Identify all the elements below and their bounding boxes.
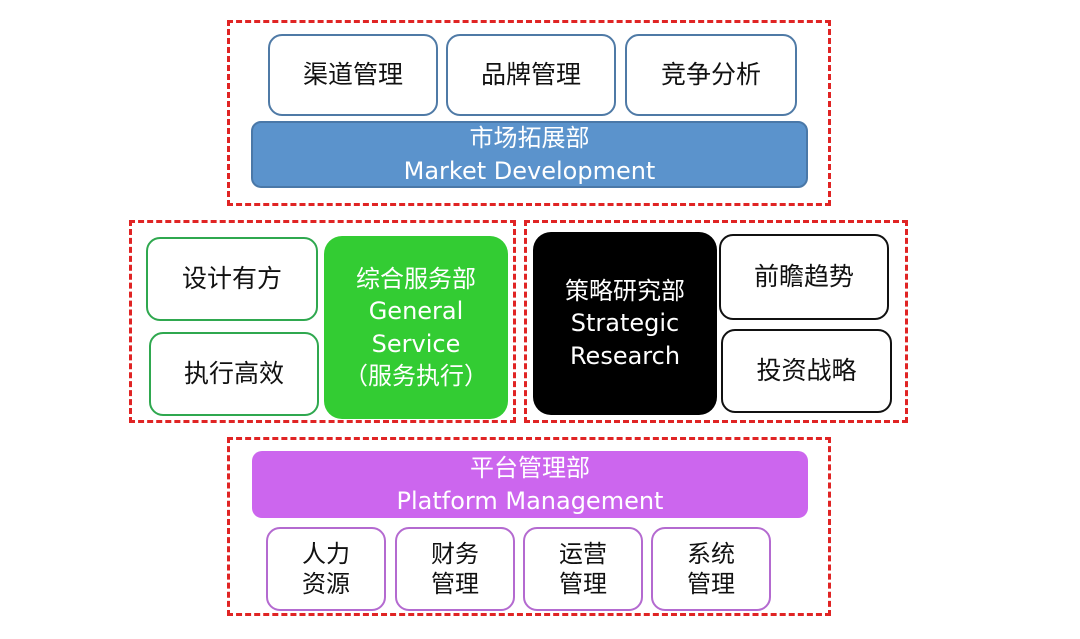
platform-dept-cn: 平台管理部 — [470, 454, 590, 483]
strategy-item-investment: 投资战略 — [721, 329, 892, 413]
platform-item-operations-line2: 管理 — [559, 570, 607, 598]
general-dept-en1: General — [368, 297, 464, 326]
general-group-frame — [129, 220, 516, 423]
general-dept-box: 综合服务部 General Service （服务执行） — [324, 236, 508, 419]
market-dept-cn: 市场拓展部 — [469, 124, 590, 153]
strategy-dept-box: 策略研究部 Strategic Research — [533, 232, 717, 415]
strategy-dept-en2: Research — [569, 341, 681, 370]
market-dept-box: 市场拓展部 Market Development — [251, 121, 808, 188]
platform-dept-box: 平台管理部 Platform Management — [252, 451, 808, 518]
strategy-dept-cn: 策略研究部 — [565, 276, 685, 305]
general-item-execution: 执行高效 — [149, 332, 319, 416]
general-dept-cn: 综合服务部 — [356, 264, 476, 293]
platform-item-systems: 系统 管理 — [651, 527, 771, 611]
market-dept-en: Market Development — [403, 156, 656, 185]
market-item-brand: 品牌管理 — [446, 34, 616, 116]
market-item-channel: 渠道管理 — [268, 34, 438, 116]
general-dept-en2: Service — [371, 329, 461, 358]
platform-group-frame — [227, 437, 831, 616]
platform-item-operations-line1: 运营 — [559, 540, 607, 568]
platform-item-operations: 运营 管理 — [523, 527, 643, 611]
platform-item-hr: 人力 资源 — [266, 527, 386, 611]
market-group-frame — [227, 20, 831, 206]
platform-item-hr-line2: 资源 — [302, 570, 350, 598]
strategy-dept-en1: Strategic — [570, 309, 680, 338]
strategy-item-trends: 前瞻趋势 — [719, 234, 889, 320]
platform-item-finance-line2: 管理 — [431, 570, 479, 598]
platform-item-systems-line1: 系统 — [687, 540, 735, 568]
platform-item-finance: 财务 管理 — [395, 527, 515, 611]
general-dept-note: （服务执行） — [344, 361, 488, 390]
platform-item-hr-line1: 人力 — [302, 540, 350, 568]
strategy-group-frame — [524, 220, 908, 423]
platform-dept-en: Platform Management — [396, 486, 664, 515]
platform-item-finance-line1: 财务 — [431, 540, 479, 568]
platform-item-systems-line2: 管理 — [687, 570, 735, 598]
market-item-competition: 竞争分析 — [625, 34, 797, 116]
general-item-design: 设计有方 — [146, 237, 318, 321]
